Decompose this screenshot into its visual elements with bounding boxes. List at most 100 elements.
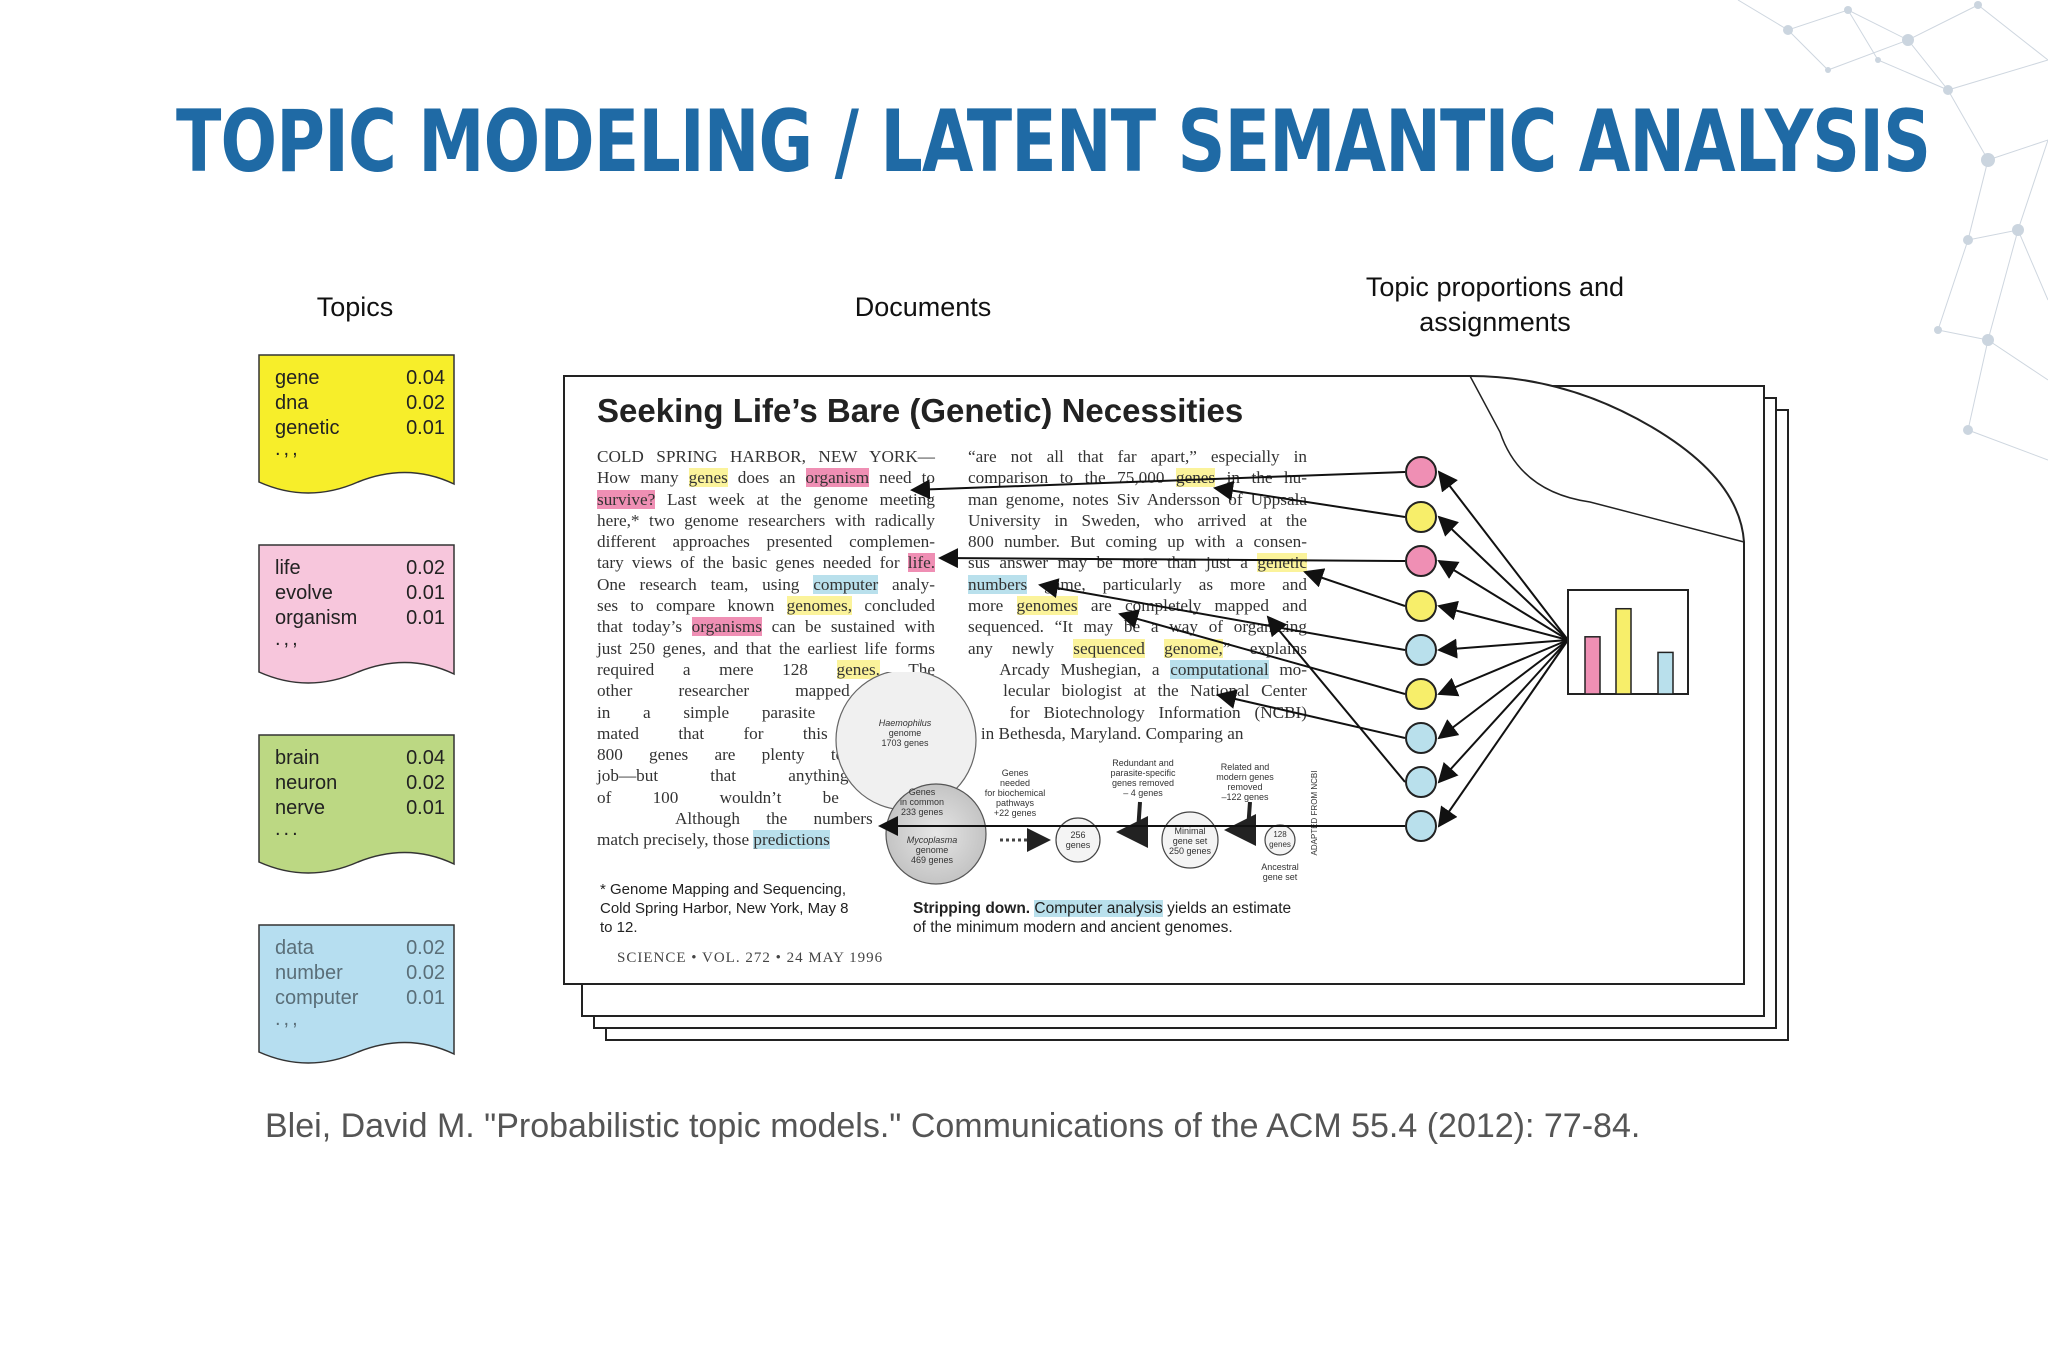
highlighted-word: organisms	[691, 617, 762, 637]
topic-more-ellipsis: ...	[275, 818, 301, 840]
topic-probability: 0.01	[406, 797, 445, 819]
document-text: Arcady Mushegian, a	[968, 659, 1171, 679]
document-line: here,* two genome researchers with radic…	[597, 510, 935, 531]
document-text: more	[968, 596, 1017, 616]
document-line: just 250 genes, and that the earliest li…	[597, 638, 935, 659]
topic-card-background	[258, 924, 455, 1064]
document-line: in Bethesda, Maryland. Comparing an	[968, 723, 1307, 744]
assignment-circle	[1405, 590, 1437, 622]
topic-word: evolve	[275, 582, 333, 604]
word-assignment-arrow	[1118, 609, 1406, 695]
highlighted-word: sequenced	[1073, 638, 1145, 658]
topic-word: data	[275, 937, 314, 959]
topic-probability: 0.02	[406, 962, 445, 984]
highlighted-word: genes	[1175, 468, 1216, 488]
document-line: 800 number. But coming up with a consen-	[968, 531, 1307, 552]
highlighted-word: organism	[805, 468, 870, 488]
assignment-circle	[1405, 634, 1437, 666]
highlighted-word: genes	[688, 468, 728, 488]
topic-word: organism	[275, 607, 358, 629]
document-text: man genome, notes Siv Andersson of Uppsa…	[968, 489, 1307, 509]
document-line: COLD SPRING HARBOR, NEW YORK—	[597, 446, 935, 467]
assignment-circle	[1405, 501, 1437, 533]
highlighted-word: genomes	[1016, 596, 1078, 616]
document-line: How many genes does an organism need to	[597, 467, 935, 488]
word-assignment-arrow	[1213, 480, 1406, 518]
topic-probability: 0.02	[406, 937, 445, 959]
histogram-arrow	[1437, 639, 1569, 740]
histogram-arrow	[1437, 639, 1569, 784]
document-line: survive? Last week at the genome meeting	[597, 489, 935, 510]
document-text: 800 number. But coming up with a consen-	[968, 532, 1307, 552]
document-line: match precisely, those predictions	[597, 829, 935, 850]
highlighted-word: genomes,	[786, 596, 853, 616]
document-text: job—but that anything short	[597, 766, 935, 786]
assignment-circle	[1405, 456, 1437, 488]
topic-probability: 0.01	[406, 582, 445, 604]
document-line: man genome, notes Siv Andersson of Uppsa…	[968, 489, 1307, 510]
proportion-bar	[1615, 607, 1632, 695]
document-line: required a mere 128 genes. The	[597, 659, 935, 680]
document-text: required a mere 128	[597, 659, 837, 679]
document-text: “are not all that far apart,” especially…	[968, 447, 1307, 466]
topic-more-ellipsis: .,,	[275, 438, 301, 460]
topic-word: computer	[275, 987, 359, 1009]
document-text: One research team, using	[597, 574, 814, 594]
topic-probability: 0.01	[406, 607, 445, 629]
document-text: here,* two genome researchers with radic…	[597, 510, 935, 530]
document-text: does an	[727, 468, 806, 488]
document-line: that today’s organisms can be sustained …	[597, 616, 935, 637]
histogram-arrow	[1437, 515, 1569, 641]
citation: Blei, David M. "Probabilistic topic mode…	[265, 1107, 1641, 1145]
topics-header: Topics	[316, 292, 394, 322]
word-assignment-arrows	[878, 471, 1406, 836]
topic-more-ellipsis: .,,	[275, 628, 301, 650]
topic-word: nerve	[275, 797, 326, 819]
document-line: ses to compare known genomes, concluded	[597, 595, 935, 616]
document-line: other researcher mapped genes	[597, 680, 935, 701]
topic-word: dna	[275, 392, 309, 414]
proportions-header: Topic proportions and assignments	[1365, 272, 1625, 337]
highlighted-word: genome,	[1164, 638, 1223, 658]
document-line: more genomes are completely mapped and	[968, 595, 1307, 616]
topic-probability: 0.01	[406, 987, 445, 1009]
document-left-column: COLD SPRING HARBOR, NEW YORK—How many ge…	[597, 446, 935, 851]
highlighted-word: genes.	[836, 659, 880, 679]
topic-probability: 0.01	[406, 417, 445, 439]
documents-header: Documents	[854, 292, 992, 322]
document-text: comparison to the 75,000	[968, 468, 1176, 488]
document-line: any newly sequenced genome,” explains	[968, 638, 1307, 659]
document-line: One research team, using computer analy-	[597, 574, 935, 595]
word-assignment-arrow	[910, 471, 1406, 500]
document-line: different approaches presented complemen…	[597, 531, 935, 552]
footnote: * Genome Mapping and Sequencing, Cold Sp…	[600, 881, 849, 936]
document-title: Seeking Life’s Bare (Genetic) Necessitie…	[597, 392, 1244, 429]
word-assignment-arrow	[1303, 568, 1406, 607]
histogram-arrow	[1437, 559, 1569, 641]
word-assignment-arrow	[1038, 578, 1406, 651]
document-text: in Bethesda, Maryland. Comparing an	[968, 723, 1244, 743]
document-line: tary views of the basic genes needed for…	[597, 552, 935, 573]
g256-circle	[1055, 817, 1101, 863]
topic-probability: 0.04	[406, 367, 445, 389]
document-text: COLD SPRING HARBOR, NEW YORK—	[597, 447, 935, 466]
assignment-circle	[1405, 766, 1437, 798]
highlighted-word: predictions	[753, 830, 830, 850]
document-text: How many	[597, 468, 689, 488]
assignment-circle	[1405, 545, 1437, 577]
document-text: ses to compare known	[597, 596, 787, 616]
